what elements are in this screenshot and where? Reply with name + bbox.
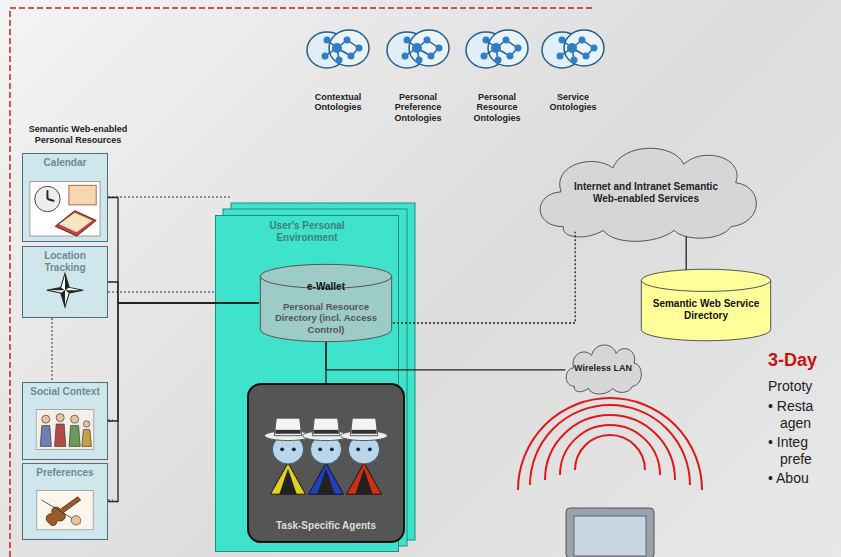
cloud-label: Wireless LAN <box>574 363 632 374</box>
cloud-label: Internet and Intranet Semantic Web-enabl… <box>568 181 724 205</box>
resource-title: Calendar <box>25 157 105 169</box>
section-heading: Semantic Web-enabled Personal Resources <box>20 124 136 146</box>
node-res: Location Tracking <box>22 246 108 318</box>
connector-line <box>686 236 687 270</box>
note-text: • Integ prefe <box>768 434 826 468</box>
dotted-link <box>108 292 230 293</box>
node-cloud: Wireless LAN <box>562 338 644 396</box>
ontology-icon <box>464 26 530 74</box>
cylinder-label: e-Wallet <box>307 281 345 293</box>
node-onto: Service Ontologies <box>538 26 608 120</box>
resource-picture <box>26 272 104 314</box>
cylinder-label: Personal Resource Directory (incl. Acces… <box>267 301 385 335</box>
connector-line <box>326 342 565 370</box>
radio-waves <box>518 398 702 490</box>
node-cyl: Semantic Web Service Directory <box>640 268 772 342</box>
dotted-link <box>108 500 113 501</box>
connector-line <box>108 303 259 502</box>
note-text: Prototy <box>768 378 838 395</box>
node-res: Preferences <box>22 463 108 540</box>
dotted-link <box>108 197 230 198</box>
node-res: Social Context <box>22 382 108 460</box>
node-onto: Personal Preference Ontologies <box>378 26 458 125</box>
resource-title: Location Tracking <box>25 250 105 273</box>
resource-title: Preferences <box>25 467 105 479</box>
ontology-icon <box>305 26 371 74</box>
dashed-border <box>10 8 592 557</box>
node-cyl: e-WalletPersonal Resource Directory (inc… <box>259 263 393 343</box>
dotted-link <box>108 420 113 421</box>
connector-line <box>108 303 259 421</box>
dotted-link <box>52 318 53 382</box>
environment-title: User's Personal Environment <box>257 220 357 243</box>
connector-line <box>325 342 326 383</box>
agent-figures <box>249 385 403 541</box>
cylinder-label: Semantic Web Service Directory <box>648 298 764 322</box>
ontology-label: Service Ontologies <box>538 92 608 113</box>
ontology-label: Personal Preference Ontologies <box>378 92 458 123</box>
connector-line <box>108 282 259 303</box>
node-res: Calendar <box>22 153 108 242</box>
node-agents: Task-Specific Agents <box>247 383 405 543</box>
resource-picture <box>26 408 104 456</box>
node-onto: Personal Resource Ontologies <box>460 26 534 125</box>
ontology-icon <box>540 26 606 74</box>
note-text: • Abou <box>768 470 828 487</box>
node-onto: Contextual Ontologies <box>300 26 376 120</box>
agents-label: Task-Specific Agents <box>249 520 403 531</box>
ontology-label: Contextual Ontologies <box>300 92 376 113</box>
tablet-device <box>566 508 654 557</box>
resource-picture <box>26 489 104 536</box>
agents-text-wrap: Task-Specific Agents <box>249 520 403 531</box>
note-text: 3-Day <box>768 350 838 372</box>
connector-line <box>108 198 259 304</box>
resource-title: Social Context <box>25 386 105 398</box>
connector-line <box>393 232 575 323</box>
node-cloud: Internet and Intranet Semantic Web-enabl… <box>528 135 764 245</box>
node-env: User's Personal Environment e-WalletPerso… <box>215 215 399 552</box>
note-text: • Resta agen <box>768 398 826 432</box>
ontology-label: Personal Resource Ontologies <box>460 92 534 123</box>
resource-picture <box>26 179 104 238</box>
ontology-icon <box>385 26 451 74</box>
